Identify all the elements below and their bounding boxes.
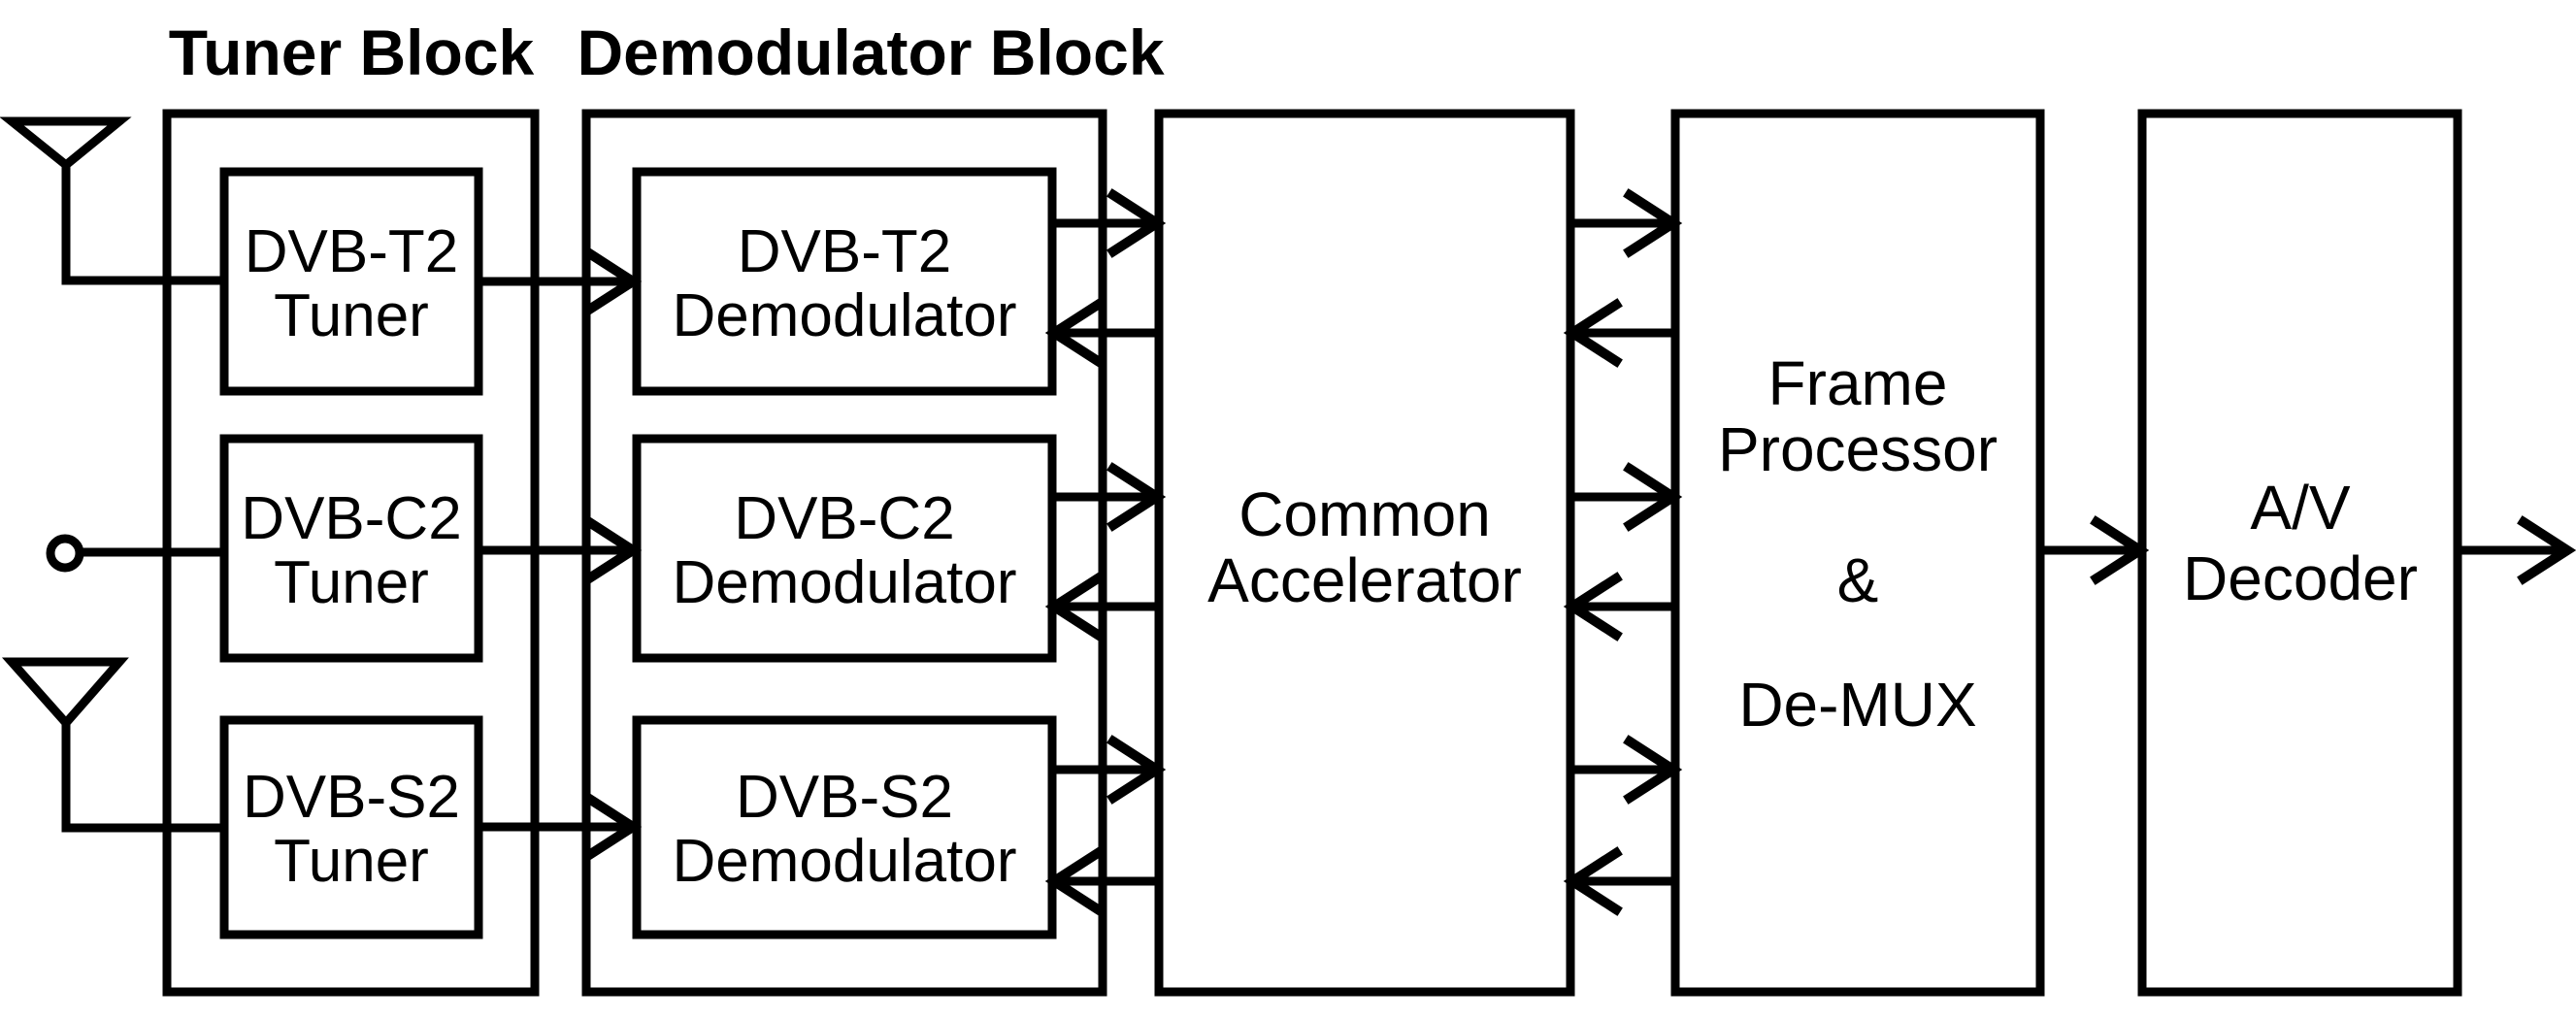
tuner-dvb-t2-line1: DVB-T2: [245, 218, 458, 285]
tuner-dvb-c2-line1: DVB-C2: [241, 485, 461, 552]
demodulator-block-label: Demodulator Block: [577, 16, 1164, 88]
av-decoder-block: A/V Decoder: [2137, 109, 2462, 997]
tuner-dvb-c2-line2: Tuner: [274, 549, 429, 616]
common-accelerator-line2: Accelerator: [1207, 545, 1522, 615]
demod-dvb-c2-line2: Demodulator: [673, 549, 1017, 616]
frame-processor-line3: &: [1837, 545, 1879, 615]
common-accelerator-line1: Common: [1238, 479, 1491, 549]
av-decoder-line1: A/V: [2250, 473, 2350, 543]
tuner-dvb-s2-line2: Tuner: [274, 828, 429, 895]
tuner-dvb-t2-line2: Tuner: [274, 282, 429, 349]
demod-dvb-s2-box: DVB-S2 Demodulator: [632, 715, 1057, 939]
demod-dvb-c2-box: DVB-C2 Demodulator: [632, 434, 1057, 663]
tuner-block-label: Tuner Block: [169, 16, 535, 88]
tuner-dvb-c2-box: DVB-C2 Tuner: [219, 434, 483, 663]
frame-processor-line1: Frame: [1768, 348, 1948, 418]
tuner-dvb-s2-line1: DVB-S2: [243, 764, 460, 831]
demod-dvb-s2-line2: Demodulator: [673, 828, 1017, 895]
demod-dvb-t2-line2: Demodulator: [673, 282, 1017, 349]
demod-dvb-t2-box: DVB-T2 Demodulator: [632, 167, 1057, 396]
demod-dvb-s2-line1: DVB-S2: [736, 764, 953, 831]
demod-dvb-c2-line1: DVB-C2: [734, 485, 954, 552]
frame-processor-line4: De-MUX: [1738, 670, 1976, 740]
tuner-dvb-t2-box: DVB-T2 Tuner: [219, 167, 483, 396]
frame-processor-demux-block: Frame Processor & De-MUX: [1670, 109, 2045, 997]
av-decoder-line2: Decoder: [2183, 543, 2418, 613]
frame-processor-line2: Processor: [1718, 414, 1998, 484]
demod-dvb-t2-line1: DVB-T2: [738, 218, 951, 285]
tuner-dvb-s2-box: DVB-S2 Tuner: [219, 715, 483, 939]
common-accelerator-block: Common Accelerator: [1154, 109, 1575, 997]
